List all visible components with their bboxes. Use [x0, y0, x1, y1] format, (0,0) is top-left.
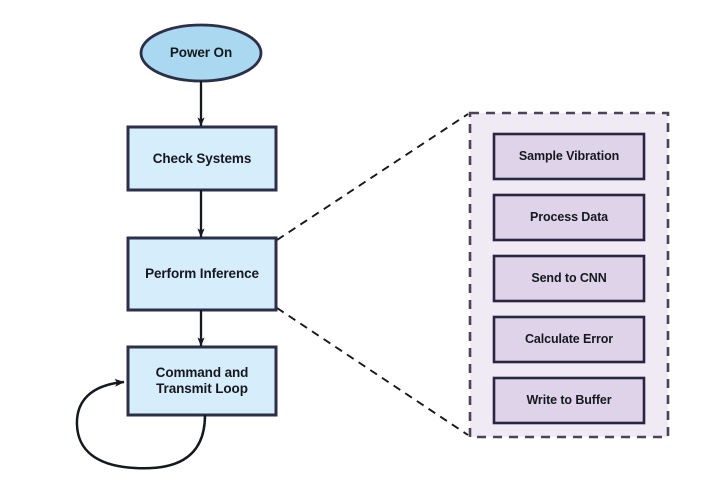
- callout-line-top: [276, 113, 469, 241]
- callout-line-bottom: [276, 307, 469, 436]
- process-node-perform-inference[interactable]: [126, 236, 278, 312]
- process-node-command-transmit-loop[interactable]: [126, 345, 278, 417]
- subprocess-box-send-to-cnn[interactable]: [492, 254, 646, 303]
- subprocess-box-calculate-error[interactable]: [492, 315, 646, 364]
- arrow-self-loop-command-transmit: [75, 378, 207, 470]
- subprocess-box-sample-vibration[interactable]: [492, 132, 646, 181]
- subprocess-box-write-to-buffer[interactable]: [492, 376, 646, 425]
- start-node-power-on[interactable]: [139, 23, 263, 83]
- process-node-check-systems[interactable]: [126, 125, 278, 192]
- subprocess-box-process-data[interactable]: [492, 193, 646, 242]
